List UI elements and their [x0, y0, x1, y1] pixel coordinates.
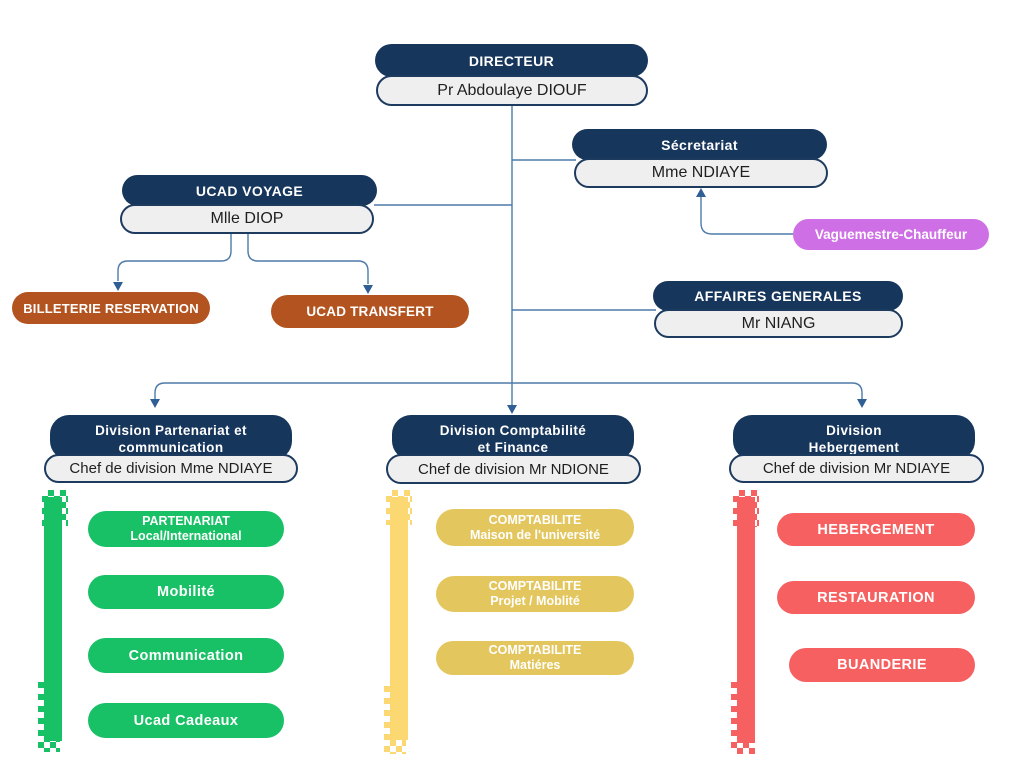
unit-compta-matieres-line1: COMPTABILITE — [488, 643, 582, 657]
unit-partenariat-line1: PARTENARIAT — [142, 514, 230, 528]
unit-hebergement: HEBERGEMENT — [777, 513, 975, 546]
unit-buanderie: BUANDERIE — [789, 648, 975, 682]
ucad-voyage-person: Mlle DIOP — [120, 204, 374, 234]
connector-divisions-branch — [154, 382, 863, 399]
division-1-bar-dither-top — [42, 490, 68, 526]
division-2-title: Division Comptabilité et Finance — [392, 415, 634, 460]
unit-ucad-cadeaux-label: Ucad Cadeaux — [133, 712, 239, 729]
division-2-title-line2: et Finance — [477, 439, 549, 455]
directeur-title: DIRECTEUR — [375, 44, 648, 77]
division-3-title-line1: Division — [826, 422, 882, 438]
unit-communication: Communication — [88, 638, 284, 673]
transfert-node: UCAD TRANSFERT — [271, 295, 469, 328]
arrow-division-2-icon — [507, 405, 517, 414]
connector-arrowheads — [113, 188, 867, 414]
unit-restauration: RESTAURATION — [777, 581, 975, 614]
unit-mobilite-label: Mobilité — [157, 584, 215, 600]
division-1-title-line2: communication — [118, 439, 224, 455]
affaires-title: AFFAIRES GENERALES — [653, 281, 903, 311]
unit-compta-projet-line2: Projet / Moblité — [490, 594, 580, 608]
connector-paths — [117, 60, 863, 405]
unit-compta-matieres-line2: Matiéres — [509, 658, 561, 672]
division-2-chef: Chef de division Mr NDIONE — [386, 454, 641, 484]
unit-compta-maison: COMPTABILITE Maison de l'université — [436, 509, 634, 546]
unit-partenariat: PARTENARIAT Local/International — [88, 511, 284, 547]
unit-communication-label: Communication — [128, 647, 244, 664]
division-2-bar — [390, 497, 408, 740]
unit-ucad-cadeaux: Ucad Cadeaux — [88, 703, 284, 738]
division-1-chef: Chef de division Mme NDIAYE — [44, 454, 298, 483]
connector-vaguemestre — [700, 197, 793, 235]
division-3-bar-dither-top — [733, 490, 759, 527]
arrow-transfert-icon — [363, 285, 373, 294]
unit-compta-maison-line2: Maison de l'université — [469, 527, 601, 542]
division-2-bar-dither-bottom — [384, 680, 406, 754]
unit-compta-matieres: COMPTABILITE Matiéres — [436, 641, 634, 675]
arrow-division-1-icon — [150, 399, 160, 408]
ucad-voyage-title: UCAD VOYAGE — [122, 175, 377, 206]
division-3-chef: Chef de division Mr NDIAYE — [729, 454, 984, 483]
division-2-bar-dither-top — [386, 490, 412, 525]
secretariat-title: Sécretariat — [572, 129, 827, 160]
unit-compta-projet-line1: COMPTABILITE — [488, 579, 582, 593]
billeterie-node: BILLETERIE RESERVATION — [12, 292, 210, 324]
unit-buanderie-label: BUANDERIE — [837, 657, 927, 673]
unit-restauration-label: RESTAURATION — [817, 589, 935, 606]
division-3-title: Division Hebergement — [733, 415, 975, 460]
unit-hebergement-label: HEBERGEMENT — [817, 521, 935, 538]
division-3-title-line2: Hebergement — [808, 439, 900, 455]
unit-mobilite: Mobilité — [88, 575, 284, 609]
unit-compta-maison-line1: COMPTABILITE — [488, 512, 582, 527]
unit-compta-projet: COMPTABILITE Projet / Moblité — [436, 576, 634, 612]
arrow-division-3-icon — [857, 399, 867, 408]
division-2-title-line1: Division Comptabilité — [439, 422, 587, 438]
unit-partenariat-line2: Local/International — [130, 529, 242, 543]
division-1-title-line1: Division Partenariat et — [95, 422, 247, 438]
connector-billeterie — [117, 234, 232, 281]
division-1-title: Division Partenariat et communication — [50, 415, 292, 460]
arrow-billeterie-icon — [113, 282, 123, 291]
division-3-bar-dither-bottom — [731, 676, 755, 754]
division-1-bar-dither-bottom — [38, 676, 60, 752]
vaguemestre-node: Vaguemestre-Chauffeur — [793, 219, 989, 250]
directeur-person: Pr Abdoulaye DIOUF — [376, 75, 648, 106]
affaires-person: Mr NIANG — [654, 309, 903, 338]
arrow-vaguemestre-icon — [696, 188, 706, 197]
connector-transfert — [247, 234, 369, 284]
secretariat-person: Mme NDIAYE — [574, 158, 828, 188]
